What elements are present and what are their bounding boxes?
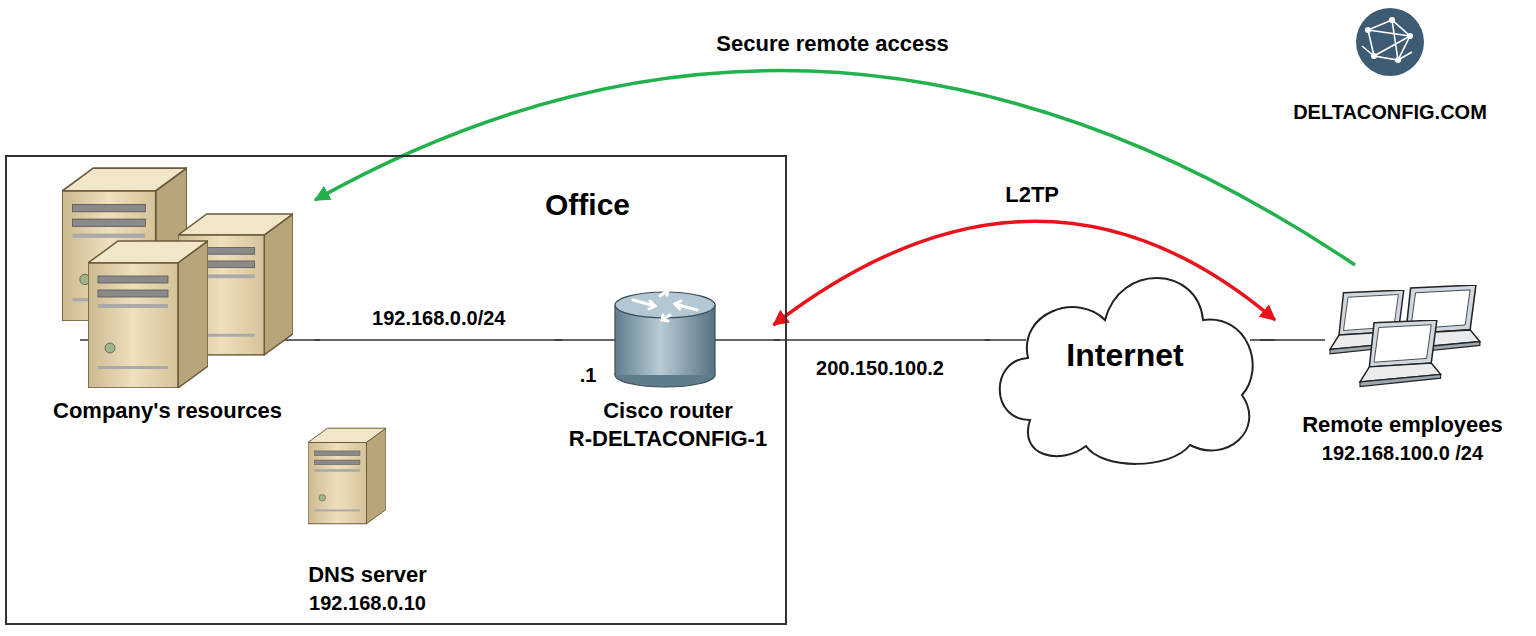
laptop-icons (1330, 285, 1480, 387)
router-icon-part-part (660, 289, 668, 296)
logo-globe-part-part (1389, 17, 1395, 23)
dns-server: DNS server192.168.0.10 (275, 548, 460, 620)
node-title: Company's resources (53, 397, 282, 426)
router-icon-part-part (662, 315, 670, 321)
logo-globe-part-part (1395, 57, 1401, 63)
logo-globe-part-part (1371, 53, 1377, 59)
office-region: OfficeCompany's resourcesDNS server192.1… (5, 155, 787, 625)
interface-address: .1 (577, 363, 600, 387)
lan-wire-stubs-part (985, 339, 1026, 341)
dns-server-icon (308, 428, 386, 524)
network-link (774, 339, 991, 341)
router-icon-part (633, 289, 697, 321)
logo-globe (1356, 8, 1424, 76)
network-link (1260, 339, 1275, 341)
node-subtext: 192.168.100.0 /24 (1322, 440, 1483, 466)
logo-globe-part-part (1407, 33, 1413, 39)
tunnel-arrow (315, 71, 1355, 265)
logo-globe-part (1356, 8, 1424, 76)
node-title: Office (545, 185, 630, 224)
router-icon-part (615, 292, 715, 318)
logo-globe-part-part (1362, 20, 1412, 60)
server-icons (62, 168, 293, 388)
remote-employees: Remote employees192.168.100.0 /24 (1275, 265, 1530, 470)
public-ip-address: 200.150.100.2 (813, 356, 947, 380)
logo-text: DELTACONFIG.COM (1290, 100, 1490, 124)
logo-globe-part-part (1365, 27, 1371, 33)
server-icons-part (88, 241, 208, 388)
laptop-icons-part (1360, 320, 1441, 387)
internet-cloud: Internet (990, 250, 1260, 465)
cloud-path (1000, 278, 1253, 464)
logo-globe-part (1365, 17, 1413, 63)
edge-label: Secure remote access (713, 31, 951, 57)
lan-wire-stubs-part (1250, 339, 1325, 341)
node-title: DNS server (308, 561, 427, 590)
network-link (315, 339, 563, 341)
router-icon-part (714, 305, 715, 375)
logo-globe-part (1362, 20, 1412, 60)
edge-label: L2TP (1002, 182, 1062, 208)
router-icon-part-part (675, 301, 697, 310)
node-title: Remote employees (1302, 411, 1503, 440)
node-subtext: R-DELTACONFIG-1 (569, 425, 767, 454)
resources-group: Company's resources (20, 165, 315, 430)
node-title: Cisco router (603, 397, 733, 426)
router-icon-part-part (633, 300, 655, 309)
router-icon (615, 289, 715, 387)
node-title: Internet (1066, 335, 1183, 377)
lan-wire-stubs-part (555, 339, 620, 341)
node-subtext: 192.168.0.10 (309, 590, 426, 616)
router-icon-part (614, 305, 615, 375)
edge-label: 192.168.0.0/24 (369, 306, 508, 330)
lan-wire-stubs-part (710, 339, 780, 341)
dns-server-icon-part (308, 428, 386, 524)
